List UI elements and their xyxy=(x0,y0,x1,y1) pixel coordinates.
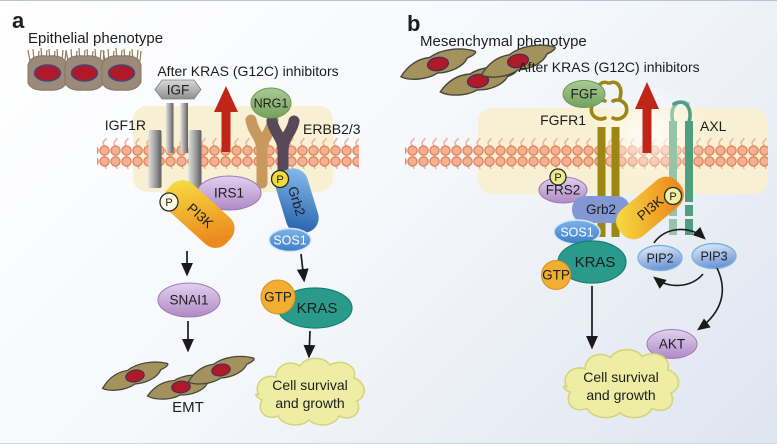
outcome-text-a1: Cell survival xyxy=(272,377,347,393)
epithelial-cell-icon xyxy=(101,55,142,91)
axl-label: AXL xyxy=(700,118,727,134)
emt-cells xyxy=(98,352,258,402)
gtp-badge-a xyxy=(260,279,296,315)
pip2-to-pip3-arrow xyxy=(653,226,706,244)
epithelial-phenotype-label: Epithelial phenotype xyxy=(28,30,163,47)
panel-b-letter: b xyxy=(407,11,420,36)
plasma-membrane-b xyxy=(405,138,768,169)
phospho-badge-a-grb2: P xyxy=(270,169,290,189)
signal-arrow-sos1-kras-a xyxy=(296,253,309,283)
sos1-label-b: SOS1 xyxy=(560,226,593,240)
kras-label-b: KRAS xyxy=(575,254,616,271)
kras-label-a: KRAS xyxy=(297,300,338,317)
epithelial-cell-icon xyxy=(64,55,105,91)
fgfr1-label: FGFR1 xyxy=(540,112,586,128)
outcome-text-a2: and growth xyxy=(275,395,344,411)
panel-a: a Epithelial phenotype After KRAS (G12C)… xyxy=(12,8,365,426)
akt-protein xyxy=(646,329,698,359)
fgf-label: FGF xyxy=(571,87,598,102)
panel-b: b Mesenchymal phenotype After KRAS (G12C… xyxy=(397,11,768,419)
emt-label: EMT xyxy=(172,399,204,416)
frs2-label: FRS2 xyxy=(546,183,581,198)
outcome-cloud-a: Cell survival and growth xyxy=(255,357,365,426)
akt-label: AKT xyxy=(659,337,685,352)
pip2-molecule xyxy=(637,244,683,272)
panel-a-letter: a xyxy=(12,8,25,33)
phospho-label: P xyxy=(669,191,676,203)
phospho-badge-b-frs2: P xyxy=(549,168,567,186)
inhibitor-note-a: After KRAS (G12C) inhibitors xyxy=(157,63,338,79)
nrg1-ligand xyxy=(250,87,292,119)
grb2-label-b: Grb2 xyxy=(586,202,616,217)
irs1-label: IRS1 xyxy=(214,186,244,201)
mesenchymal-cell-icon xyxy=(184,352,258,388)
snai1-protein xyxy=(157,282,221,318)
pip3-molecule xyxy=(691,242,737,270)
gtp-label-b: GTP xyxy=(542,268,570,283)
igf1r-receptor xyxy=(148,103,202,188)
outcome-text-b1: Cell survival xyxy=(583,369,658,385)
upregulation-arrow-icon-a xyxy=(214,86,238,152)
igf-label: IGF xyxy=(167,83,190,98)
erbb23-label: ERBB2/3 xyxy=(303,121,361,137)
phospho-label: P xyxy=(554,172,561,184)
igf-ligand: IGF xyxy=(154,79,202,100)
pip2-label: PIP2 xyxy=(646,252,673,266)
inhibitor-note-b: After KRAS (G12C) inhibitors xyxy=(518,59,699,75)
pip3-to-akt-arrow xyxy=(697,267,724,331)
phospho-label: P xyxy=(165,197,172,209)
phospho-label: P xyxy=(276,174,283,186)
gtp-badge-b xyxy=(541,260,571,290)
sos1-protein-a xyxy=(268,227,312,253)
axl-receptor xyxy=(669,100,693,235)
outcome-cloud-b: Cell survival and growth xyxy=(562,348,680,419)
nrg1-label: NRG1 xyxy=(254,97,289,111)
snai1-label: SNAI1 xyxy=(169,293,208,308)
igf1r-label: IGF1R xyxy=(105,117,146,133)
fgf-ligand xyxy=(562,80,606,108)
pi3k-protein-a: PI3K xyxy=(163,180,235,248)
phospho-badge-a-pi3k: P xyxy=(159,192,179,212)
upregulation-arrow-icon-b xyxy=(635,82,659,153)
sos1-label-a: SOS1 xyxy=(273,234,306,248)
mesenchymal-phenotype-label: Mesenchymal phenotype xyxy=(420,33,587,50)
signal-arrow-kras-outcome-a xyxy=(303,330,316,359)
gtp-label-a: GTP xyxy=(264,290,292,305)
pip3-label: PIP3 xyxy=(700,250,727,264)
grb2-protein-b xyxy=(572,196,630,223)
pip3-to-pip2-arrow xyxy=(653,273,704,289)
epithelial-cells xyxy=(27,47,142,91)
epithelial-cell-icon xyxy=(27,55,68,91)
phospho-badge-b-pi3k: P xyxy=(663,186,683,206)
outcome-text-b2: and growth xyxy=(586,387,655,403)
